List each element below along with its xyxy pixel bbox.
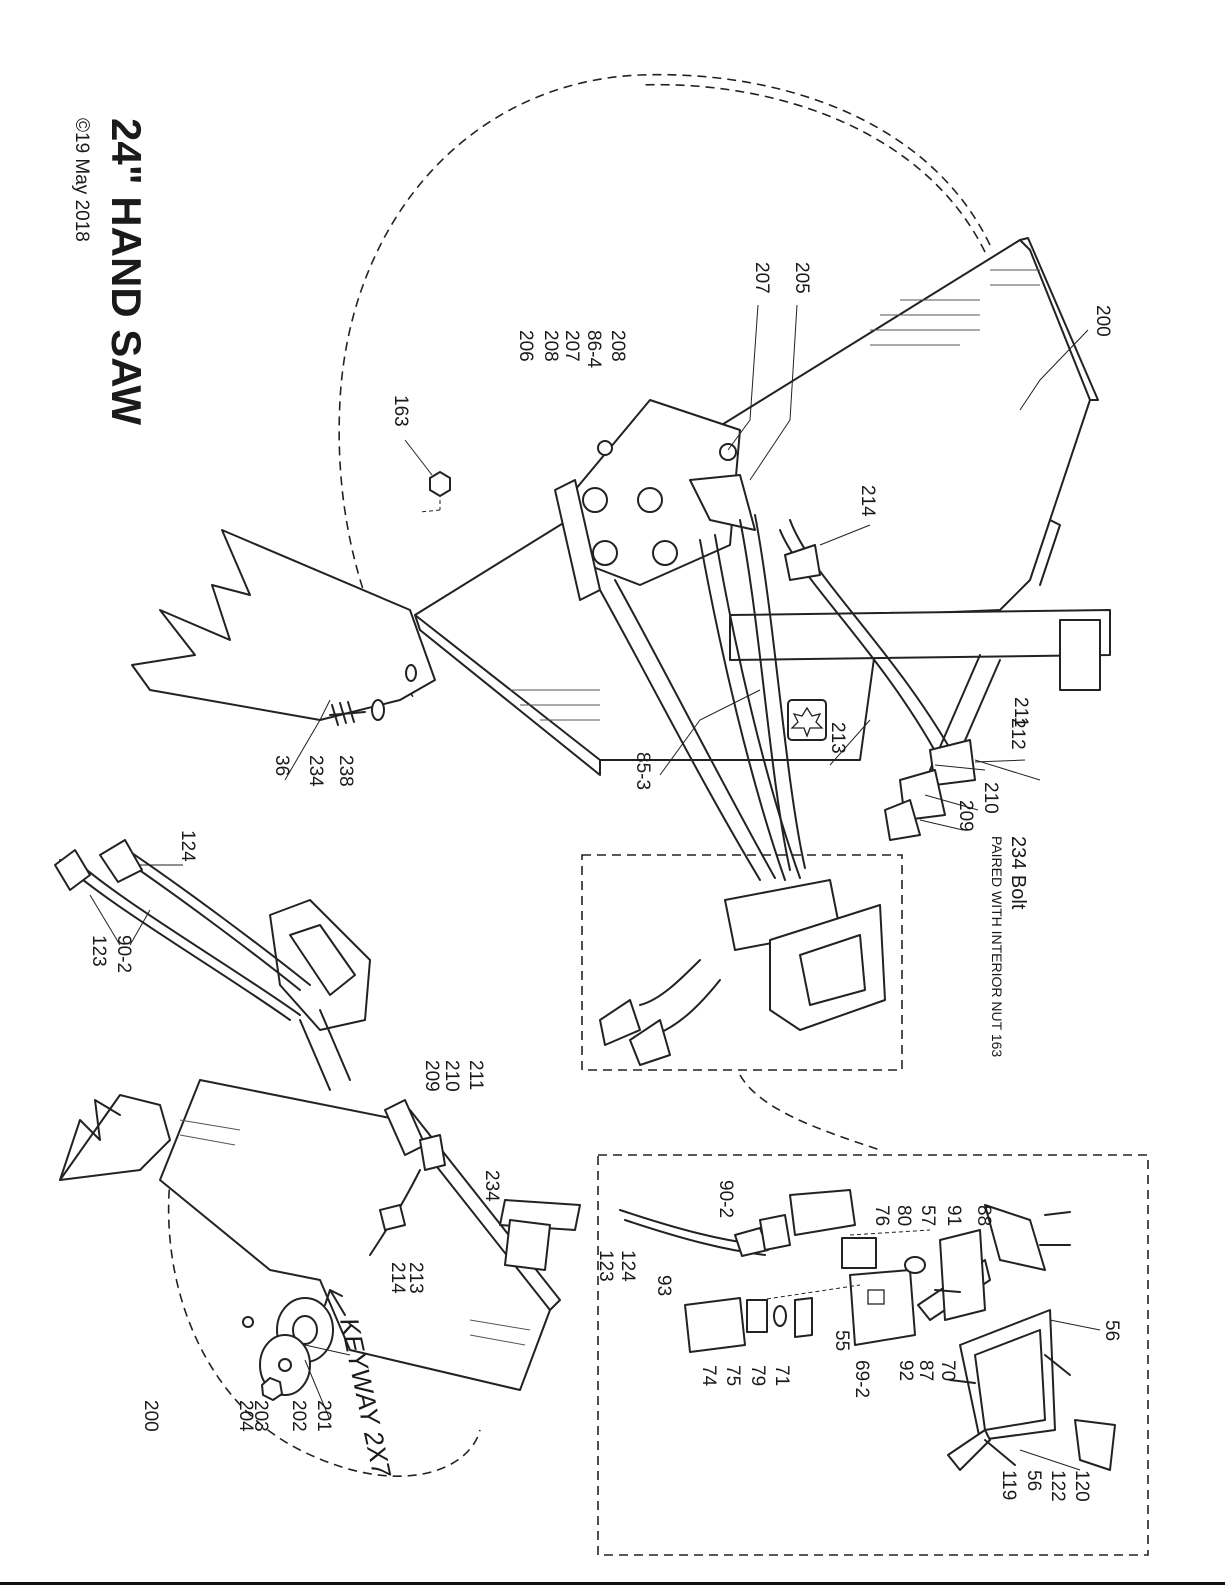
part-callout-inset: 90-2 <box>715 1180 736 1218</box>
part-callout-main: 208 <box>540 330 561 362</box>
part-callout-main: 207 <box>561 330 582 362</box>
part-callout-inset: 80 <box>893 1205 914 1226</box>
part-callout-main: 207 <box>751 262 772 294</box>
part-callout-main: 210 <box>980 782 1001 814</box>
part-callout-inset: 71 <box>771 1365 792 1386</box>
part-callout-inset: 93 <box>653 1275 674 1296</box>
part-callout-lower-left: 210 <box>441 1060 462 1092</box>
part-callout-inset: 124 <box>617 1250 638 1282</box>
blade-segment-36 <box>132 530 435 725</box>
part-callout-inset: 119 <box>998 1470 1019 1500</box>
part-callout-main: 234 <box>305 755 326 787</box>
part-callout-inset: 92 <box>895 1360 916 1381</box>
part-callout-inset: 57 <box>917 1205 938 1226</box>
part-callout-inset: 79 <box>747 1365 768 1386</box>
nut-163 <box>420 472 450 512</box>
bolt-note: 234 Bolt PAIRED WITH INTERIOR NUT 163 <box>989 836 1029 1057</box>
part-callout-main: 86-4 <box>583 330 604 368</box>
part-callout-lower-left: 209 <box>421 1060 442 1092</box>
part-callout-main: 214 <box>857 485 878 517</box>
part-callout-lower-left: 204 <box>235 1400 256 1432</box>
page-title: 24" HAND SAW <box>103 118 150 425</box>
bolt-note-detail: PAIRED WITH INTERIOR NUT 163 <box>989 836 1005 1057</box>
maple-leaf-badge <box>788 700 826 740</box>
detail-connector <box>740 1075 880 1150</box>
part-callout-inset: 123 <box>595 1250 616 1282</box>
part-callout-main: 238 <box>335 755 356 787</box>
part-callout-inset: 120 <box>1071 1470 1092 1502</box>
part-callout-lower-left: 202 <box>288 1400 309 1432</box>
part-callout-main: 205 <box>791 262 812 294</box>
part-callout-lower-left: 211 <box>465 1060 486 1090</box>
part-callout-inset: 55 <box>831 1330 852 1351</box>
part-callout-inset: 87 <box>915 1360 936 1381</box>
part-callout-inset: 74 <box>698 1365 719 1387</box>
part-callout-main: 200 <box>1092 305 1113 337</box>
part-callout-inset: 70 <box>937 1360 958 1381</box>
part-callout-lower-left: 200 <box>140 1400 161 1432</box>
part-callout-main: 212 <box>1007 718 1028 750</box>
part-callout-main: 209 <box>955 800 976 832</box>
part-callout-inset: 91 <box>943 1205 964 1226</box>
part-callout-lower-left: 201 <box>313 1400 334 1432</box>
part-callout-main: 213 <box>827 722 848 754</box>
part-callout-main: 163 <box>390 395 411 427</box>
part-callout-lower-left: 123 <box>88 935 109 967</box>
saw-guard-200 <box>415 238 1098 775</box>
part-callout-lower-left: 90-2 <box>113 935 134 973</box>
part-callout-lower-left: 214 <box>387 1262 408 1294</box>
part-callout-inset: 69-2 <box>851 1360 872 1398</box>
bolt-note-title: 234 Bolt <box>1007 836 1029 910</box>
part-callout-inset: 76 <box>871 1205 892 1226</box>
part-callout-main: 85-3 <box>632 752 653 790</box>
part-callout-main: 208 <box>607 330 628 362</box>
part-callout-inset: 88 <box>973 1205 994 1226</box>
part-callout-inset: 75 <box>722 1365 743 1386</box>
exploded-valve-parts <box>620 1190 1115 1470</box>
title-block: 24" HAND SAW ©19 May 2018 <box>71 118 150 425</box>
part-callout-lower-left: 234 <box>481 1170 502 1202</box>
control-valve-assembly <box>600 880 885 1065</box>
copyright-date: ©19 May 2018 <box>71 118 92 242</box>
part-callout-main: 36 <box>271 755 292 776</box>
part-callout-inset: 56 <box>1101 1320 1122 1341</box>
part-callout-inset: 56 <box>1023 1470 1044 1491</box>
part-callout-lower-left: 124 <box>177 830 198 862</box>
part-callout-inset: 122 <box>1047 1470 1068 1502</box>
part-callout-main: 206 <box>515 330 536 362</box>
